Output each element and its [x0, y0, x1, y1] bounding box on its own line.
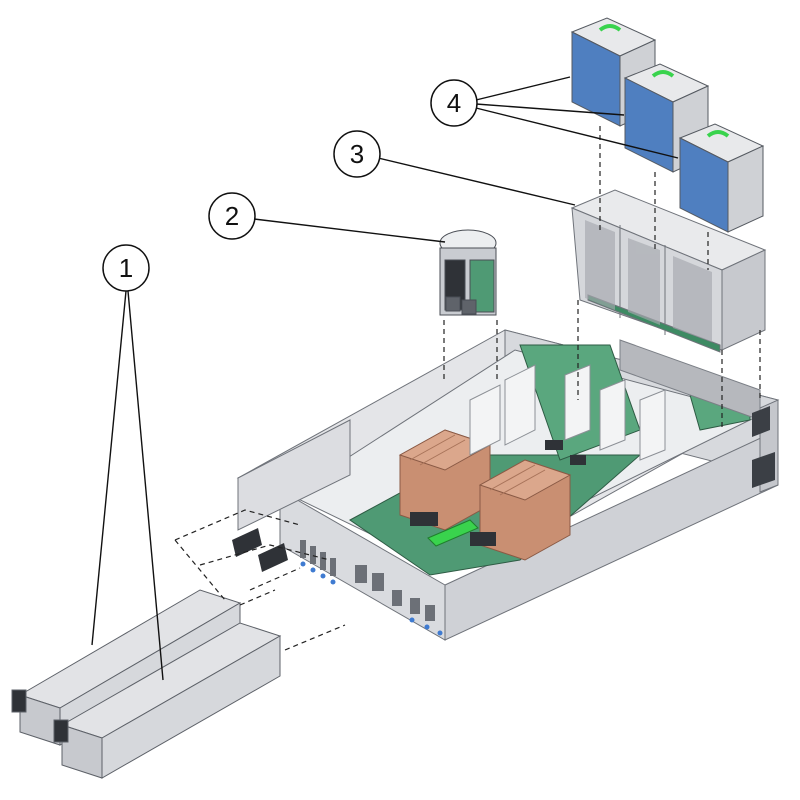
callout-3: 3: [333, 130, 381, 178]
callout-2: 2: [208, 192, 256, 240]
cpu-heatsinks: [398, 429, 572, 561]
callout-leader-lines: [91, 76, 679, 681]
psu-power-inlets: [232, 528, 288, 572]
pci-card-slots: [469, 364, 666, 461]
callout-1-label: 1: [119, 253, 133, 283]
power-supply-unit-2: [53, 622, 282, 779]
blue-port-leds: [300, 561, 443, 636]
riser-module: [439, 229, 497, 316]
callout-3-label: 3: [350, 139, 364, 169]
fan-cage-mesh: [585, 220, 712, 342]
installation-guide-lines: [174, 126, 761, 651]
green-handle: [427, 519, 479, 547]
fan-module-3: [678, 123, 765, 233]
callout-1: 1: [102, 244, 150, 292]
memory-blocks: [410, 440, 586, 546]
callout-4: 4: [430, 79, 478, 127]
callout-2-label: 2: [225, 201, 239, 231]
rear-io-ports: [300, 540, 435, 621]
chassis-rack-ears: [752, 406, 775, 488]
callout-4-label: 4: [447, 88, 461, 118]
